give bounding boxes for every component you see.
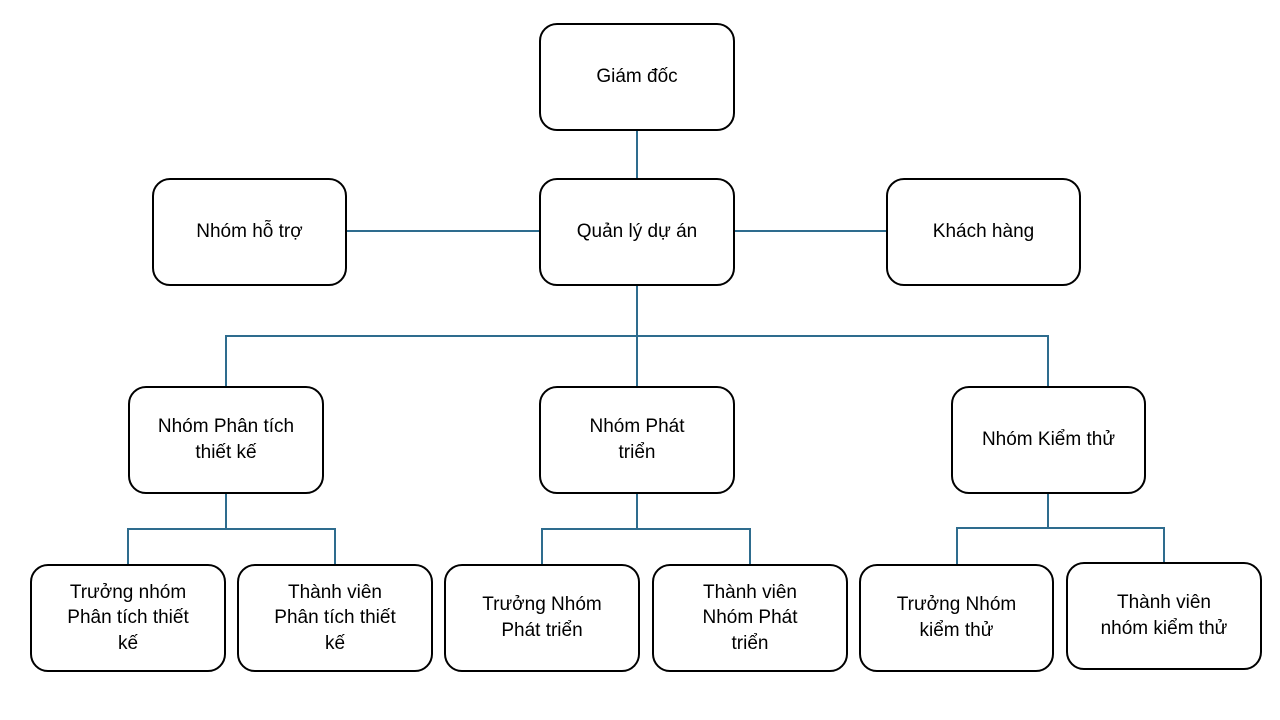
analysis-lead-box: Trưởng nhóm Phân tích thiết kế <box>30 564 226 672</box>
test-member-box: Thành viên nhóm kiểm thử <box>1066 562 1262 670</box>
project-manager-box: Quản lý dự án <box>539 178 735 286</box>
connector-dev-children <box>541 528 751 564</box>
test-member-label: Thành viên nhóm kiểm thử <box>1100 592 1228 639</box>
dev-team-label: Nhóm Phát triển <box>589 416 685 463</box>
support-team-box: Nhóm hỗ trợ <box>152 178 347 286</box>
test-lead-box: Trưởng Nhóm kiểm thử <box>859 564 1054 672</box>
test-lead-label: Trưởng Nhóm kiểm thử <box>896 594 1017 641</box>
analysis-lead-label: Trưởng nhóm Phân tích thiết kế <box>67 581 189 654</box>
director-box: Giám đốc <box>539 23 735 131</box>
support-team-label: Nhóm hỗ trợ <box>196 221 303 243</box>
director-label: Giám đốc <box>596 66 678 88</box>
customer-box: Khách hàng <box>886 178 1081 286</box>
analysis-member-label: Thành viên Phân tích thiết kế <box>274 581 396 654</box>
test-team-label: Nhóm Kiểm thử <box>981 429 1116 451</box>
dev-lead-box: Trưởng Nhóm Phát triển <box>444 564 640 672</box>
connector-test-children <box>956 527 1165 564</box>
dev-team-box: Nhóm Phát triển <box>539 386 735 494</box>
test-team-box: Nhóm Kiểm thử <box>951 386 1146 494</box>
analysis-team-box: Nhóm Phân tích thiết kế <box>128 386 324 494</box>
project-manager-label: Quản lý dự án <box>576 221 698 243</box>
connector-branch-teams <box>225 335 1049 386</box>
dev-member-label: Thành viên Nhóm Phát triển <box>702 581 798 654</box>
connector-analysis-children <box>127 528 336 564</box>
dev-lead-label: Trưởng Nhóm Phát triển <box>482 594 602 641</box>
analysis-team-label: Nhóm Phân tích thiết kế <box>157 416 295 463</box>
dev-member-box: Thành viên Nhóm Phát triển <box>652 564 848 672</box>
customer-label: Khách hàng <box>932 221 1035 243</box>
analysis-member-box: Thành viên Phân tích thiết kế <box>237 564 433 672</box>
